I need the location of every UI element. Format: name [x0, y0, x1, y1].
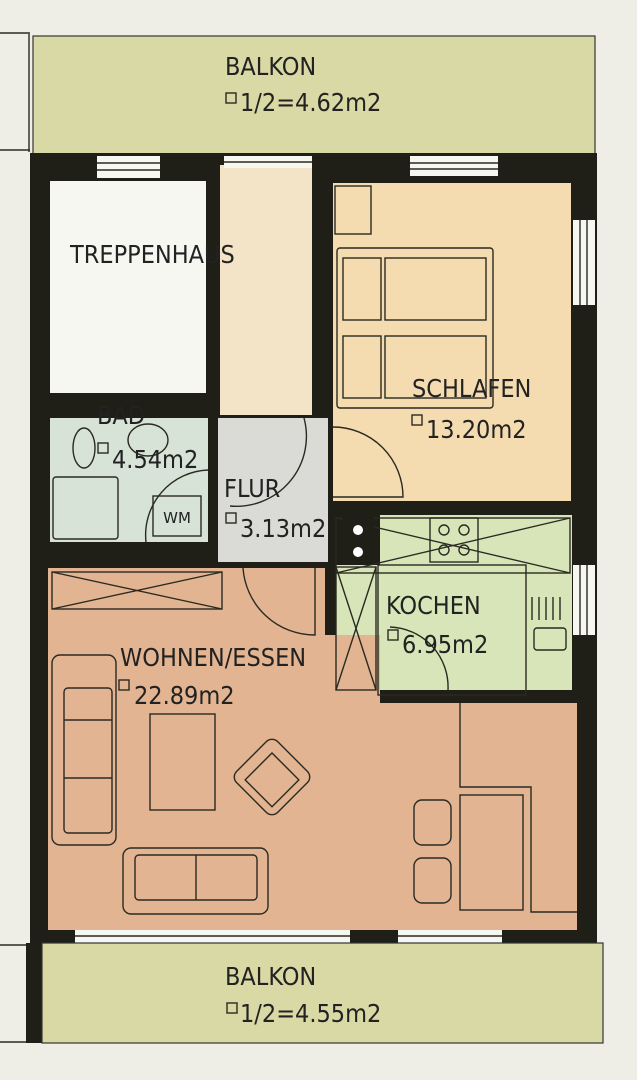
chair — [413, 799, 452, 846]
washing-machine-label: WM — [163, 509, 191, 527]
room-name: SCHLAFEN — [412, 374, 531, 403]
sideboard — [51, 571, 223, 610]
balcony-bottom — [41, 942, 604, 1044]
room-name: BALKON — [225, 962, 316, 991]
sofa-left — [51, 654, 117, 846]
window — [573, 220, 595, 305]
door-swing — [144, 469, 209, 543]
shower-tray — [52, 476, 119, 540]
room-kochen — [380, 515, 572, 690]
room-area: 6.95m2 — [402, 630, 488, 659]
wall-left-bottom — [26, 943, 42, 1043]
label-flur: FLUR 3.13m2 — [224, 474, 326, 543]
label-balkon-bottom: BALKON 1/2=4.55m2 — [225, 962, 381, 1028]
label-wohnen-essen: WOHNEN/ESSEN 22.89m2 — [118, 643, 306, 710]
room-name: BALKON — [225, 52, 316, 81]
window — [224, 156, 312, 168]
label-kochen: KOCHEN 6.95m2 — [386, 591, 488, 659]
room-name: FLUR — [224, 474, 280, 503]
chair — [413, 857, 452, 904]
window — [97, 156, 160, 178]
double-bed — [336, 247, 494, 409]
armchair — [233, 738, 311, 816]
room-bad — [50, 418, 208, 542]
room-area: 1/2=4.55m2 — [240, 999, 381, 1028]
room-area: 4.54m2 — [112, 445, 198, 474]
radiator — [531, 597, 567, 651]
window — [573, 565, 595, 635]
door-swing — [242, 567, 316, 636]
door-swing — [389, 626, 449, 691]
washbasin — [127, 423, 169, 457]
balcony-door — [75, 930, 350, 944]
nightstand — [334, 185, 372, 235]
door-swing — [229, 417, 308, 507]
room-area: 13.20m2 — [426, 415, 527, 444]
room-area: 22.89m2 — [134, 681, 235, 710]
balcony-door — [398, 930, 502, 944]
room-flur — [218, 418, 328, 562]
room-corridor-upper — [220, 165, 312, 415]
tall-cabinet — [335, 566, 377, 691]
room-wohnen-essen — [48, 568, 325, 930]
room-area: 1/2=4.62m2 — [240, 88, 381, 117]
label-bad: BAD 4.54m2 — [97, 401, 198, 474]
dining-table — [459, 703, 577, 913]
room-name: WOHNEN/ESSEN — [120, 643, 306, 672]
room-schlafen — [333, 183, 571, 501]
stair-divider — [207, 176, 215, 296]
label-balkon-top: BALKON 1/2=4.62m2 — [225, 52, 381, 117]
room-name: BAD — [97, 401, 145, 430]
kitchen-counter — [377, 564, 527, 696]
room-area: 3.13m2 — [240, 514, 326, 543]
label-treppenhaus: TREPPENHAUS — [69, 240, 235, 269]
coffee-table — [149, 713, 216, 811]
room-treppenhaus — [50, 181, 206, 393]
label-schlafen: SCHLAFEN 13.20m2 — [411, 374, 531, 444]
cooktop — [429, 517, 479, 563]
door-swing — [332, 426, 404, 498]
washing-machine — [152, 495, 202, 537]
window — [410, 156, 498, 176]
room-name: KOCHEN — [386, 591, 481, 620]
toilet — [72, 427, 96, 469]
sofa-bottom — [122, 847, 269, 915]
